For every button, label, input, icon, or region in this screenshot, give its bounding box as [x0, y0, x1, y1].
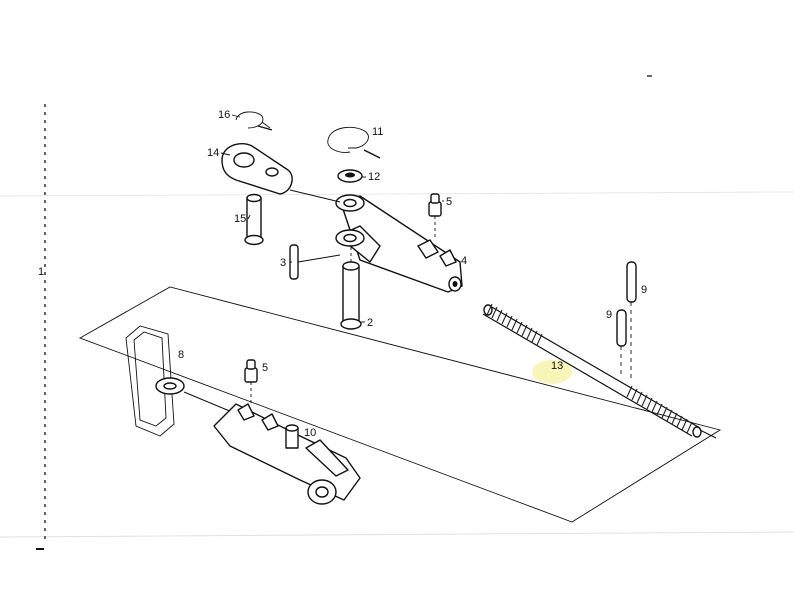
clevis-lugs [335, 194, 365, 247]
clevis-pin [340, 245, 362, 330]
callout-15: 15 [234, 213, 246, 225]
clevis-pin-small [244, 193, 264, 246]
spring-clip-small [235, 111, 273, 131]
threaded-rod [482, 303, 717, 439]
callout-10: 10 [304, 427, 316, 439]
callout-12: 12 [368, 171, 380, 183]
u-bracket [125, 325, 233, 437]
scan-line [0, 531, 794, 538]
grease-nipple-lower [244, 359, 258, 404]
spring-clip-upper [327, 126, 381, 159]
clevis-eye [221, 142, 341, 203]
callout-11: 11 [372, 126, 383, 138]
assembly-outline [78, 286, 722, 523]
callout-9-upper: 9 [641, 284, 647, 296]
upper-link-body [337, 195, 463, 293]
grease-nipple-upper [428, 193, 442, 238]
callout-9-lower: 9 [606, 309, 612, 321]
scan-line [0, 191, 794, 197]
callout-2: 2 [367, 317, 373, 329]
callout-4: 4 [461, 255, 467, 267]
lower-link-body [213, 403, 361, 505]
roll-pin-upper [626, 261, 637, 380]
callout-13: 13 [551, 360, 563, 372]
callout-8: 8 [178, 349, 184, 361]
washer [337, 169, 363, 183]
callout-5-lower: 5 [262, 362, 268, 374]
callout-5-upper: 5 [446, 196, 452, 208]
highlight-mark [532, 360, 572, 384]
lower-pin [285, 424, 299, 449]
callout-14: 14 [207, 147, 219, 159]
callout-3: 3 [280, 257, 286, 269]
group-label: 1 [38, 266, 44, 278]
callout-16: 16 [218, 109, 230, 121]
roll-pin-lower [616, 309, 627, 378]
leader-lines [220, 114, 444, 323]
split-pin [289, 244, 341, 280]
